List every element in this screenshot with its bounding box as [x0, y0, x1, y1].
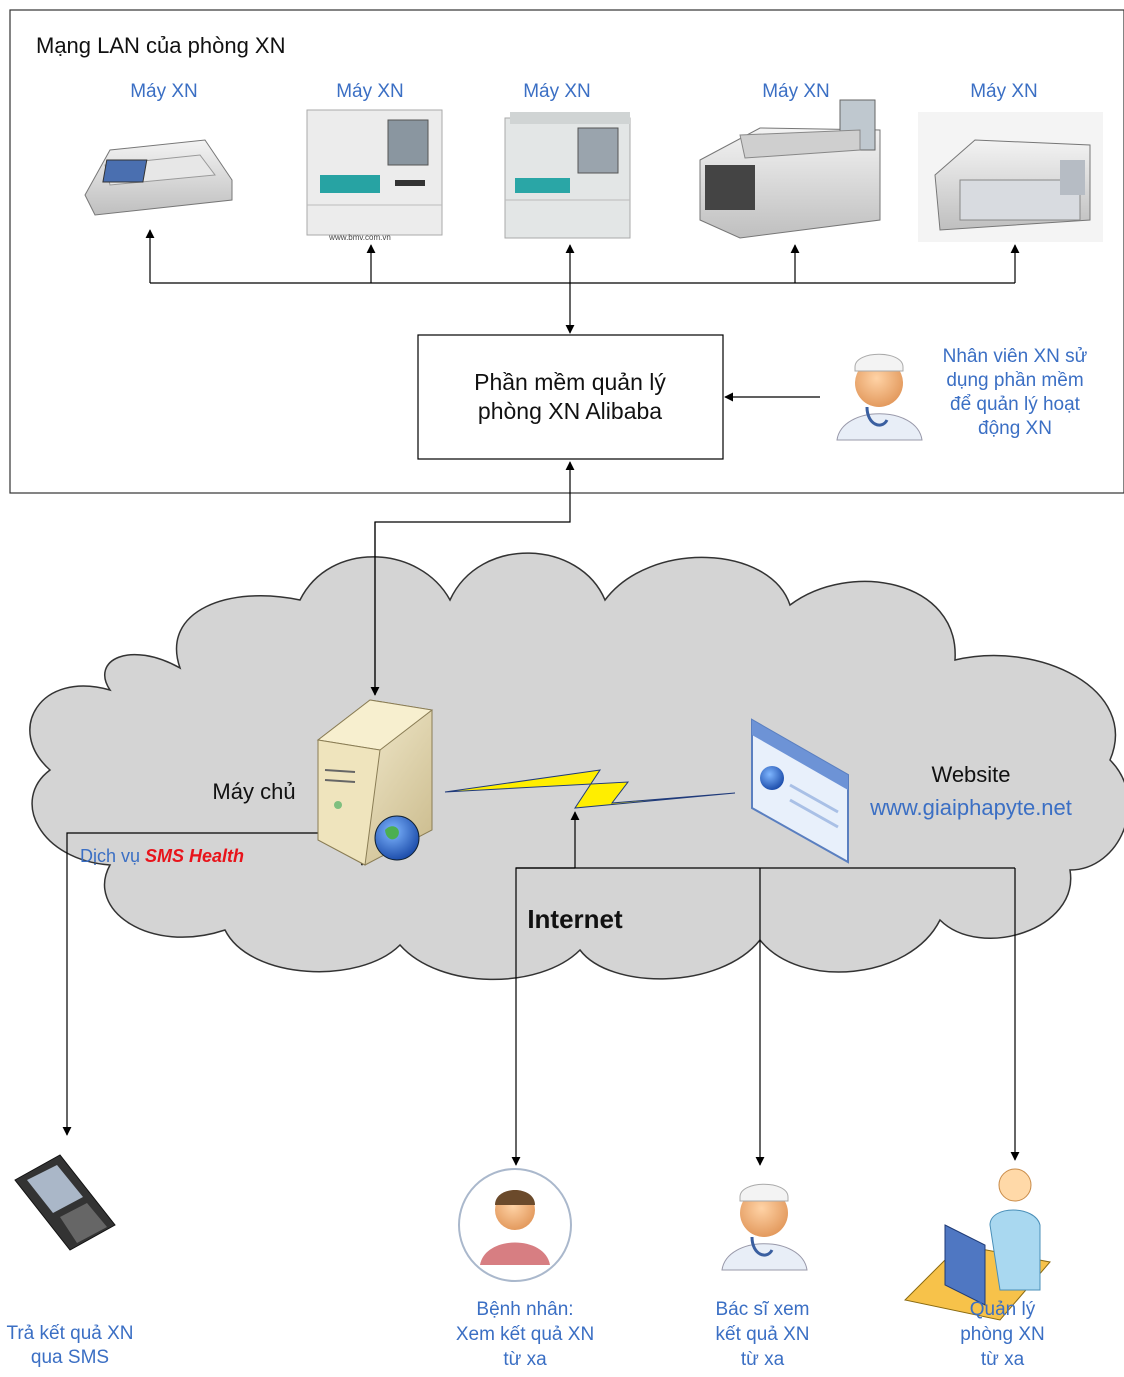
lab-staff-icon	[836, 353, 923, 441]
website-url: www.giaiphapyte.net	[869, 795, 1072, 820]
patient-label: Bệnh nhân: Xem kết quả XN từ xa	[455, 1299, 595, 1370]
manager-computer-icon	[903, 1168, 1051, 1321]
machine-4-icon	[699, 99, 881, 239]
lan-title: Mạng LAN của phòng XN	[36, 33, 286, 58]
mobile-phone-icon	[14, 1154, 116, 1251]
machine-3-label: Máy XN	[523, 81, 591, 102]
internet-label: Internet	[527, 904, 623, 934]
machine-1-label: Máy XN	[130, 81, 198, 102]
machine-2-label: Máy XN	[336, 81, 404, 102]
website-label: Website	[931, 762, 1010, 787]
lan-boundary	[9, 9, 1124, 494]
sms-service-label: Dịch vụ SMS Health	[80, 846, 244, 866]
machine-2-caption: www.bmv.com.vn	[328, 233, 391, 242]
software-box	[417, 334, 724, 460]
machine-5-label: Máy XN	[970, 81, 1038, 102]
sms-result-label: Trả kết quả XN qua SMS	[6, 1323, 134, 1368]
sms-service-brand: SMS Health	[145, 846, 244, 866]
machine-3-icon	[504, 112, 631, 239]
sms-service-prefix: Dịch vụ	[80, 846, 145, 866]
server-icon	[316, 699, 434, 866]
patient-icon	[458, 1168, 572, 1282]
machine-5-icon	[918, 112, 1103, 242]
doctor-label: Bác sĩ xem kết quả XN từ xa	[715, 1299, 810, 1370]
server-label: Máy chủ	[212, 779, 295, 804]
machine-2-icon	[306, 109, 443, 236]
lab-staff-label: Nhân viên XN sử dụng phần mềm để quản lý…	[942, 346, 1088, 439]
doctor-icon	[721, 1183, 808, 1271]
machine-4-label: Máy XN	[762, 81, 830, 102]
software-line-2: phòng XN Alibaba	[478, 398, 662, 424]
website-icon	[751, 718, 849, 864]
manager-label: Quản lý phòng XN từ xa	[960, 1299, 1045, 1370]
lightning-link-icon	[444, 769, 736, 809]
machine-1-icon	[84, 139, 233, 216]
software-line-1: Phần mềm quản lý	[474, 369, 666, 395]
